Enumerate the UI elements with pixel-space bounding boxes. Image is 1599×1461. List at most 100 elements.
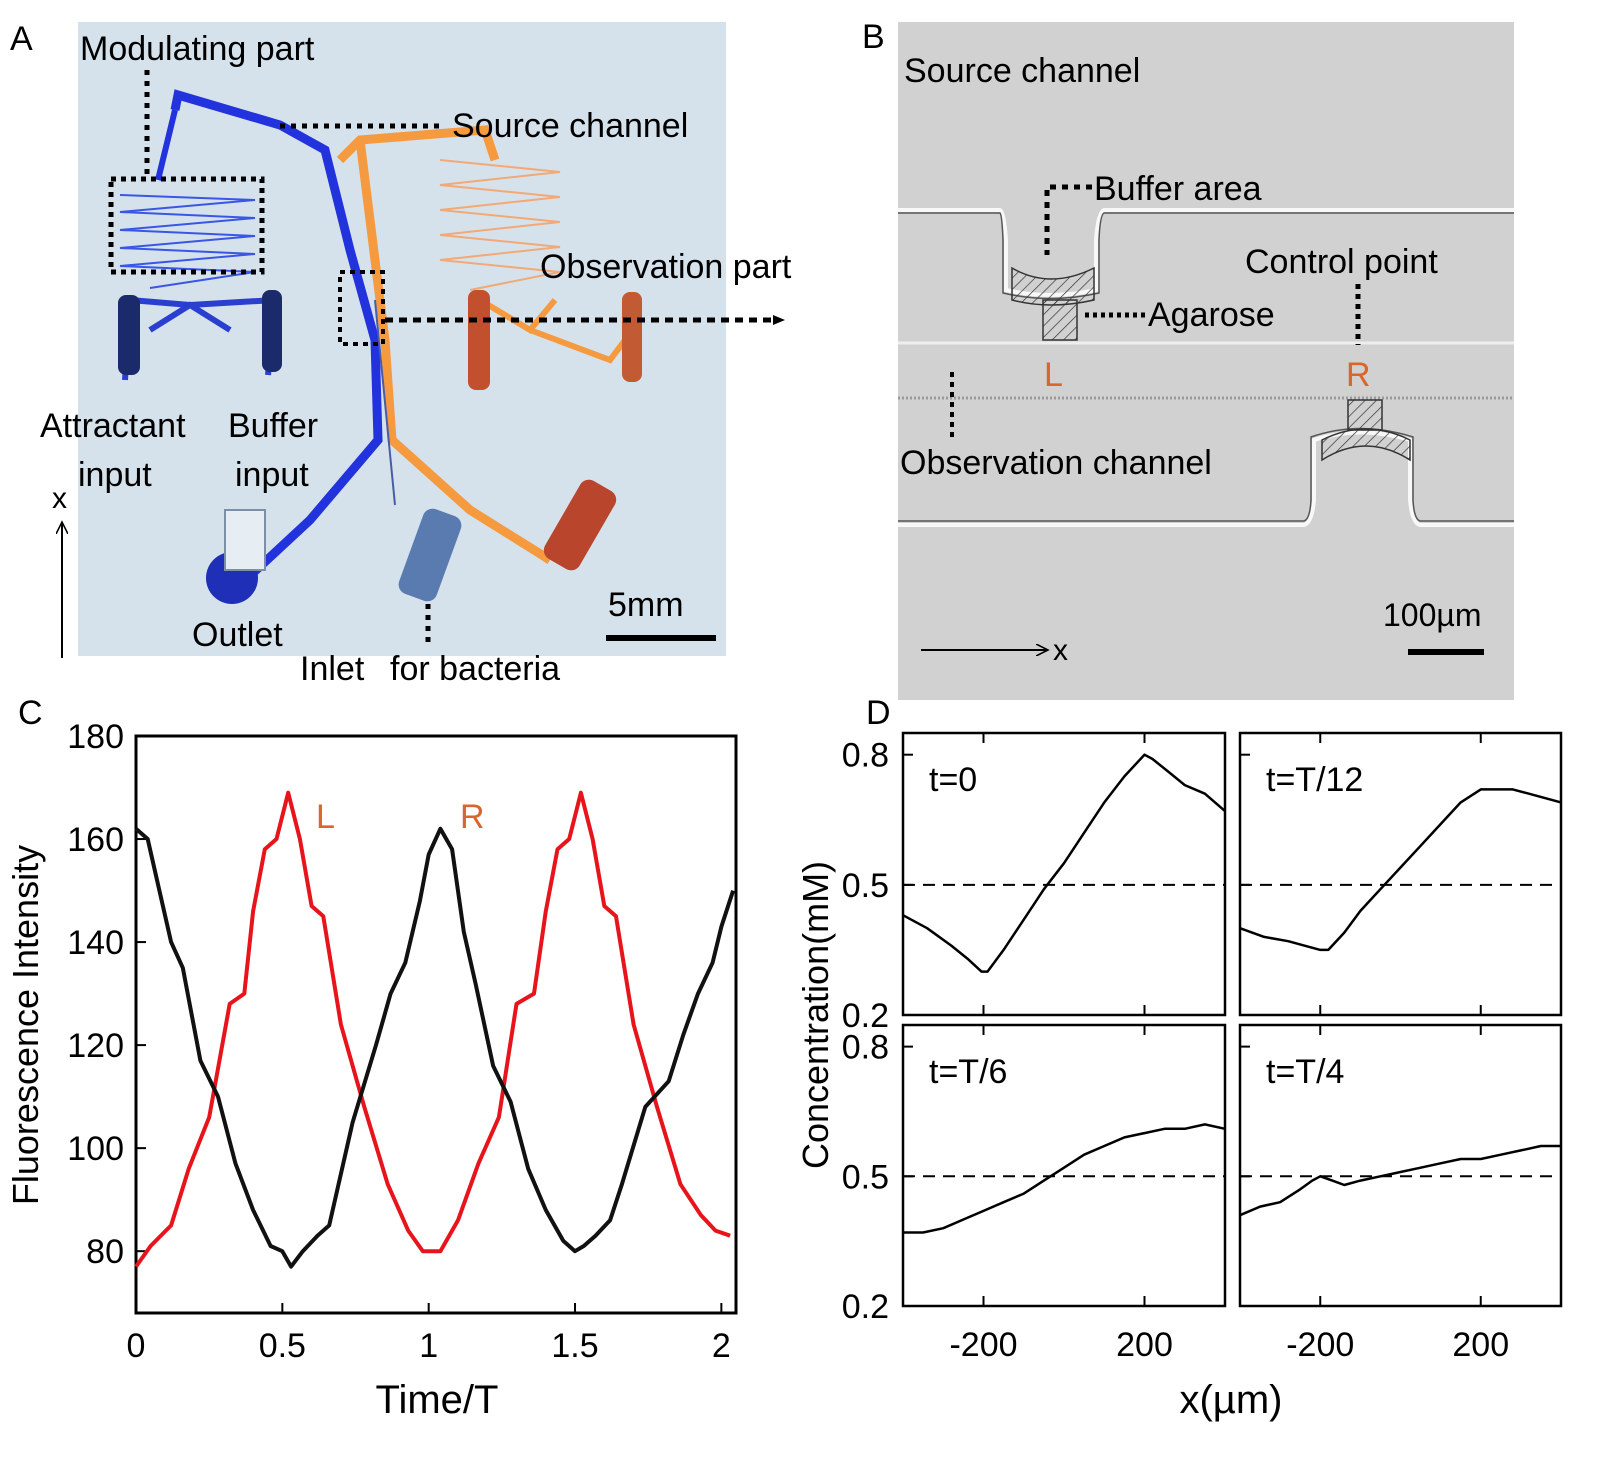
x-tick-label-c: 1 [419, 1327, 438, 1365]
label-source-channel-a: Source channel [452, 107, 688, 145]
orange-tube-left [468, 290, 490, 390]
panel-d: D 0.2 0.5 0.8 t=0 t=T/12 -200 200 0.2 0.5 0.8 t=T/… [795, 694, 1563, 1422]
y-ticks-c: 80 100 120 140 160 180 [67, 718, 146, 1271]
plot-frame-c [134, 734, 738, 1315]
series-lines-c [134, 790, 736, 1269]
y-tick-label-d: 0.2 [842, 997, 889, 1035]
panel-b-letter: B [862, 18, 885, 56]
agarose-R-cap [1321, 428, 1411, 462]
subplot-label: t=T/6 [929, 1053, 1007, 1091]
label-modulating-part: Modulating part [80, 30, 315, 68]
x-ticks-c: 0 0.5 1 1.5 2 [127, 1303, 731, 1365]
orange-outlet-tube [543, 479, 617, 571]
label-outlet: Outlet [192, 616, 283, 654]
annotation-R: R [460, 798, 485, 836]
y-tick-label-c: 140 [67, 924, 124, 962]
inlet-tube [398, 508, 462, 602]
y-tick-label-c: 180 [67, 718, 124, 756]
panel-c-letter: C [18, 694, 43, 732]
label-observation-channel: Observation channel [900, 444, 1212, 482]
scale-label-a: 5mm [608, 586, 684, 624]
label-attractant: Attractant [40, 407, 186, 445]
subplot-t=T/4: -200 200 t=T/4 [1238, 1023, 1563, 1364]
blue-main-channel [170, 89, 383, 589]
subplot-frame [1238, 1023, 1563, 1308]
panel-d-letter: D [866, 694, 891, 732]
y-tick-label-d: 0.5 [842, 867, 889, 905]
label-agarose: Agarose [1148, 296, 1275, 334]
observation-box [338, 270, 385, 346]
orange-tube-right [622, 292, 642, 382]
agarose-L-plug [1042, 299, 1078, 341]
label-control-point: Control point [1245, 243, 1438, 281]
x-tick-label-c: 2 [712, 1327, 731, 1365]
y-tick-label-d: 0.8 [842, 737, 889, 775]
concentration-curve [1239, 1144, 1561, 1217]
label-attractant-input: input [78, 456, 152, 494]
panel-b: B Source channel Buffer area Control poi… [862, 18, 1514, 700]
panel-a-letter: A [10, 20, 33, 58]
orange-serpentine [439, 159, 561, 291]
concentration-curve [903, 1123, 1226, 1234]
label-buffer-area: Buffer area [1094, 170, 1262, 208]
subplot-frame [901, 1023, 1227, 1308]
y-tick-label-d: 0.5 [842, 1158, 889, 1196]
subplot-frame [1238, 731, 1563, 1017]
subplot-frame [901, 731, 1227, 1017]
label-observation-part: Observation part [540, 248, 792, 286]
x-tick-label-d: -200 [949, 1326, 1017, 1364]
modulating-box [108, 176, 265, 275]
x-tick-label-d: -200 [1286, 1326, 1354, 1364]
y-tick-label-d: 0.8 [842, 1029, 889, 1067]
y-tick-label-d: 0.2 [842, 1288, 889, 1326]
panel-a: A [10, 20, 792, 688]
observation-strip [374, 299, 396, 506]
x-tick-label-c: 0 [127, 1327, 146, 1365]
label-for-bacteria: for bacteria [390, 650, 560, 688]
x-tick-label-c: 0.5 [259, 1327, 306, 1365]
subplot-t=T/6: -200 200 0.2 0.5 0.8 t=T/6 [842, 1023, 1227, 1364]
label-R-b: R [1346, 356, 1371, 394]
y-tick-label-c: 80 [86, 1233, 124, 1271]
x-axis-title-d: x(µm) [1179, 1378, 1282, 1422]
series-line-R [134, 826, 736, 1269]
panel-c: C 80 100 120 140 160 180 0 0.5 1 1.5 2 Time/T Flu… [5, 694, 738, 1422]
label-buffer: Buffer [228, 407, 318, 445]
x-label-a: x [52, 482, 67, 515]
subplot-label: t=0 [929, 761, 977, 799]
y-tick-label-c: 160 [67, 821, 124, 859]
y-tick-label-c: 100 [67, 1130, 124, 1168]
x-label-b: x [1053, 634, 1068, 667]
y-axis-title-c: Fluorescence Intensity [5, 845, 46, 1205]
micrograph-background [898, 22, 1514, 700]
label-buffer-input: input [235, 456, 309, 494]
annotation-L: L [316, 798, 335, 836]
subplot-label: t=T/4 [1266, 1053, 1344, 1091]
subplot-t=0: 0.2 0.5 0.8 t=0 [842, 731, 1227, 1035]
blue-modulating-lead [155, 109, 178, 181]
series-line-L [134, 790, 731, 1268]
label-L-b: L [1044, 356, 1063, 394]
subplot-label: t=T/12 [1266, 761, 1363, 799]
x-tick-label-d: 200 [1452, 1326, 1509, 1364]
y-tick-label-c: 120 [67, 1027, 124, 1065]
buffer-area-leader [1044, 184, 1092, 255]
subplot-t=T/12: t=T/12 [1238, 731, 1563, 1017]
blue-serpentine [119, 194, 256, 289]
x-tick-label-d: 200 [1116, 1326, 1173, 1364]
attractant-tube [118, 295, 140, 375]
buffer-tube [262, 290, 282, 372]
x-tick-label-c: 1.5 [551, 1327, 598, 1365]
x-axis-title-c: Time/T [376, 1378, 499, 1422]
agarose-L-cap [1011, 266, 1095, 306]
concentration-curve [902, 753, 1226, 973]
scale-label-b: 100µm [1383, 597, 1481, 633]
y-axis-title-d: Concentration(mM) [795, 861, 836, 1169]
agarose-R-plug [1347, 399, 1383, 431]
label-inlet: Inlet [300, 650, 365, 688]
orange-main-channel [336, 125, 553, 564]
concentration-curve [1239, 788, 1562, 952]
outlet-tube [224, 509, 266, 571]
